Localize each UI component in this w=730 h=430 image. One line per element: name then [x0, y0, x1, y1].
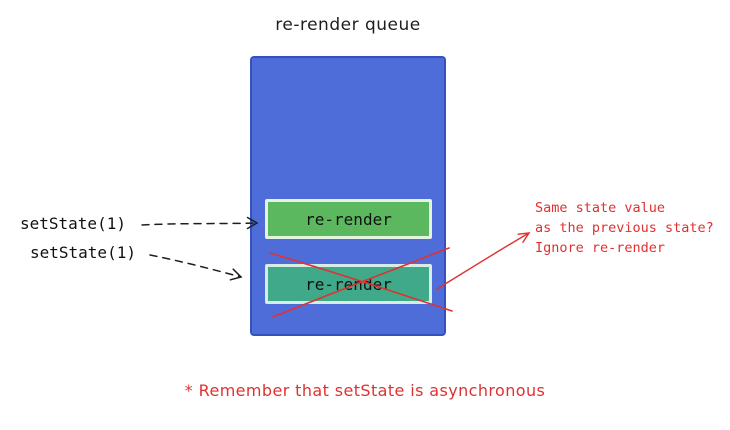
- note-line-1: Same state value: [535, 200, 666, 216]
- queue-item-label: re-render: [305, 209, 392, 229]
- queue-item-label: re-render: [305, 274, 392, 294]
- setstate-call-2: setState(1): [30, 243, 136, 262]
- note-line-2: as the previous state?: [535, 220, 714, 236]
- footnote-asynchronous: * Remember that setState is asynchronous: [184, 381, 546, 400]
- annotation-arrow: [436, 232, 531, 290]
- diagram-title: re-render queue: [275, 15, 421, 35]
- queue-item-rerender-2: re-render: [265, 264, 432, 304]
- ignore-rerender-note: Same state value as the previous state? …: [535, 198, 714, 258]
- queue-item-rerender-1: re-render: [265, 199, 432, 239]
- setstate-call-1: setState(1): [20, 214, 126, 233]
- dashed-arrow-1: [141, 216, 259, 230]
- note-line-3: Ignore re-render: [535, 240, 666, 256]
- dashed-arrow-2: [149, 254, 243, 281]
